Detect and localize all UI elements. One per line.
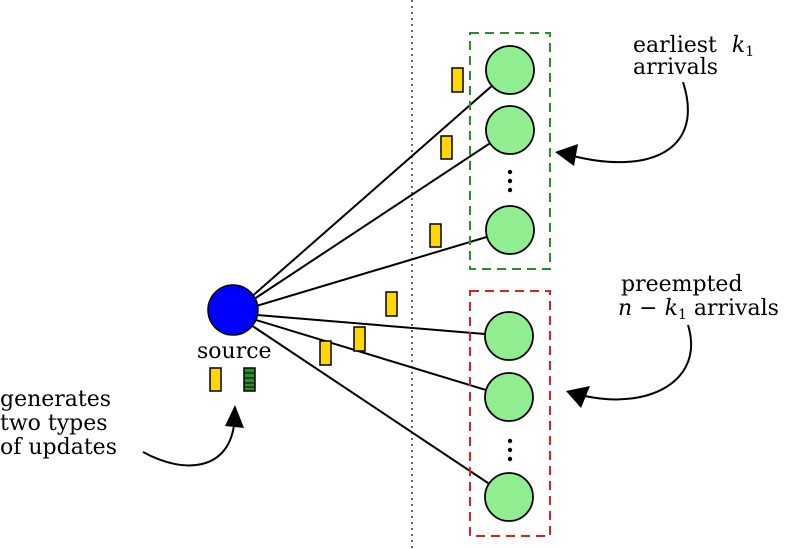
packet-4 (385, 291, 398, 317)
receiver-nodes (484, 45, 535, 522)
preempted-tail: arrivals (686, 296, 779, 321)
earliest-label-line2: arrivals (633, 55, 719, 80)
update-type-green (243, 367, 256, 392)
ellipsis-top (507, 169, 513, 193)
arrow-earliest-curve (572, 81, 689, 164)
packet-5 (353, 326, 366, 352)
arrowhead-preempted (566, 386, 590, 408)
link-6 (232, 312, 510, 498)
arrow-preempted-curve (584, 324, 693, 401)
update-type-yellow (209, 367, 222, 392)
preempted-k: k (664, 296, 678, 321)
receiver-node-3 (485, 205, 535, 255)
preempted-group-box (469, 290, 551, 537)
generates-label-line1: generates (0, 387, 112, 412)
receiver-node-5 (484, 372, 534, 422)
preempted-n: n (618, 296, 633, 321)
arrowhead-earliest (555, 144, 578, 166)
packet-6 (319, 340, 332, 366)
link-1 (232, 69, 511, 314)
packets (319, 67, 464, 366)
packet-1 (451, 67, 464, 93)
source-label: source (197, 339, 272, 364)
receiver-node-2 (485, 105, 535, 155)
preempted-label-line1: preempted (621, 272, 743, 297)
link-4 (232, 312, 510, 337)
preempted-sub: 1 (677, 307, 687, 323)
link-2 (232, 129, 511, 314)
earliest-word: earliest (633, 33, 717, 58)
links (232, 69, 511, 498)
arrowhead-generates (225, 405, 244, 428)
link-5 (232, 312, 510, 398)
generates-label-line3: of updates (0, 435, 117, 460)
generates-label-line2: two types (0, 411, 108, 436)
link-3 (232, 229, 511, 314)
receiver-node-6 (484, 472, 534, 522)
packet-3 (429, 223, 442, 248)
ellipsis-bottom (507, 438, 513, 462)
packet-2 (440, 135, 453, 160)
receiver-node-4 (484, 311, 534, 361)
earliest-k: k (731, 33, 746, 58)
earliest-group-box (469, 32, 551, 270)
earliest-label-line1: earliest k1 (633, 34, 754, 64)
earliest-sub: 1 (745, 44, 755, 60)
arrow-generates-curve (142, 424, 235, 467)
receiver-node-1 (485, 45, 535, 95)
preempted-label-line2: n − k1 arrivals (618, 297, 779, 327)
source-node (207, 284, 259, 336)
preempted-minus: − (632, 296, 665, 321)
